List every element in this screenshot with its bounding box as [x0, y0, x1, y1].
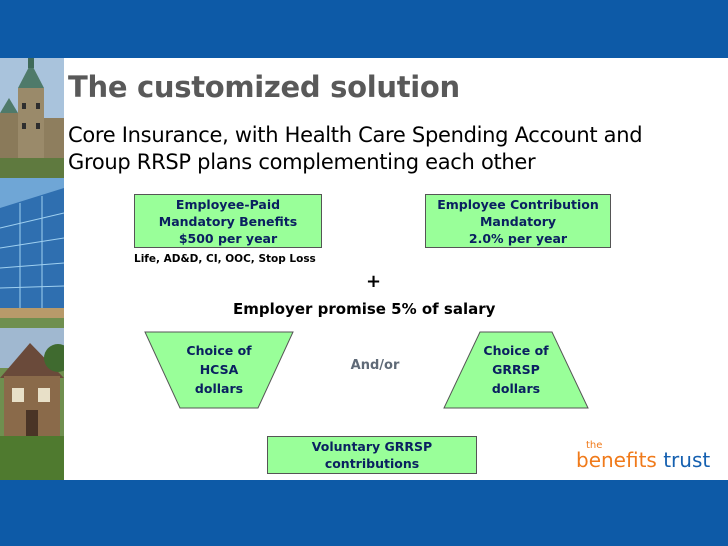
photo-strip-image	[0, 58, 64, 480]
employer-promise-text: Employer promise 5% of salary	[233, 300, 496, 318]
slide-subtitle: Core Insurance, with Health Care Spendin…	[68, 122, 708, 176]
hcsa-line-1: Choice of	[186, 342, 252, 358]
logo-wordmark: benefits trust	[576, 448, 710, 472]
employee-contribution-line-2: Mandatory	[479, 213, 557, 229]
top-blue-bar	[0, 0, 728, 58]
benefits-trust-logo: the benefits trust	[574, 440, 724, 476]
voluntary-grrsp-box: Voluntary GRRSP contributions	[267, 436, 477, 474]
hcsa-choice-text: Choice of HCSA dollars	[144, 336, 294, 402]
voluntary-line-1: Voluntary GRRSP	[311, 439, 433, 454]
hcsa-line-3: dollars	[194, 380, 244, 396]
subtitle-line-1: Core Insurance, with Health Care Spendin…	[68, 123, 643, 147]
employee-paid-line-2: Mandatory Benefits	[158, 213, 298, 229]
slide-title: The customized solution	[68, 70, 460, 104]
employee-contribution-line-1: Employee Contribution	[437, 196, 599, 212]
hcsa-choice-shape	[144, 331, 294, 409]
parliament-building-photo	[0, 58, 64, 178]
logo-benefits-text: benefits	[576, 448, 657, 472]
employee-paid-line-1: Employee-Paid	[175, 196, 281, 212]
logo-the-text: the	[586, 440, 603, 451]
bottom-blue-bar	[0, 480, 728, 546]
logo-trust-text: trust	[663, 448, 711, 472]
employee-contribution-line-3: 2.0% per year	[468, 230, 568, 246]
photo-strip	[0, 58, 64, 480]
subtitle-line-2: Group RRSP plans complementing each othe…	[68, 150, 536, 174]
and-or-text: And/or	[350, 358, 400, 373]
grrsp-choice-shape	[443, 331, 589, 409]
plus-sign: +	[366, 271, 382, 292]
employee-paid-benefits-box: Employee-Paid Mandatory Benefits $500 pe…	[134, 194, 322, 248]
grrsp-line-3: dollars	[491, 380, 541, 396]
employee-paid-note: Life, AD&D, CI, OOC, Stop Loss	[134, 253, 316, 265]
house-photo	[0, 318, 64, 480]
employee-contribution-box: Employee Contribution Mandatory 2.0% per…	[425, 194, 611, 248]
employee-paid-line-3: $500 per year	[178, 230, 278, 246]
voluntary-line-2: contributions	[324, 456, 420, 471]
grrsp-choice-text: Choice of GRRSP dollars	[443, 336, 589, 402]
hcsa-line-2: HCSA	[199, 361, 239, 377]
grrsp-line-1: Choice of	[483, 342, 549, 358]
glass-office-building-photo	[0, 178, 64, 318]
grrsp-line-2: GRRSP	[492, 361, 540, 377]
